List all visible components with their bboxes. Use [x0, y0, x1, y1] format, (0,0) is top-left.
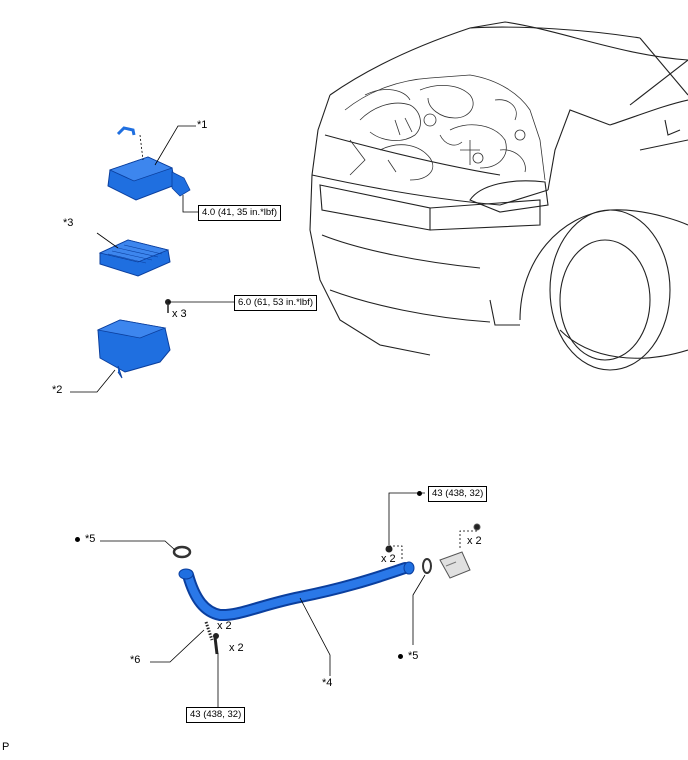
qty-right-bolt: x 2	[467, 535, 482, 547]
qty-case-bolt: x 3	[172, 308, 187, 320]
stud-bolt	[204, 621, 214, 641]
figure-corner-mark: P	[2, 741, 10, 753]
engine-bay	[344, 74, 546, 181]
callout-2: *2	[52, 384, 63, 396]
new-part-dot-top	[417, 491, 422, 496]
callout-1: *1	[197, 119, 208, 131]
air-filter-element	[98, 239, 171, 277]
front-exhaust-pipe	[178, 561, 415, 622]
leader-lines	[70, 125, 477, 707]
new-part-dot-right	[398, 654, 403, 659]
callout-5-right: *5	[408, 650, 419, 662]
torque-box-pipe-bottom: 43 (438, 32)	[186, 707, 246, 723]
pipe-nut	[385, 545, 393, 553]
new-part-dot-left	[75, 537, 80, 542]
callout-5-left: *5	[85, 533, 96, 545]
manifold-flange	[439, 523, 481, 579]
gasket-left	[172, 545, 192, 559]
callout-6: *6	[130, 654, 141, 666]
torque-box-case-bolt: 6.0 (61, 53 in.*lbf)	[234, 295, 317, 311]
callout-4: *4	[322, 677, 333, 689]
air-cleaner-case	[96, 299, 171, 379]
qty-stud: x 2	[217, 620, 232, 632]
torque-box-pipe-top: 43 (438, 32)	[428, 486, 488, 502]
air-cleaner-cap	[107, 126, 191, 201]
torque-box-cap: 4.0 (41, 35 in.*lbf)	[198, 205, 281, 221]
qty-bottom-bolt: x 2	[229, 642, 244, 654]
qty-pipe-nut: x 2	[381, 553, 396, 565]
vehicle-outline	[309, 21, 688, 371]
bottom-bolt	[213, 636, 219, 655]
callout-3: *3	[63, 217, 74, 229]
gasket-right	[422, 558, 432, 574]
